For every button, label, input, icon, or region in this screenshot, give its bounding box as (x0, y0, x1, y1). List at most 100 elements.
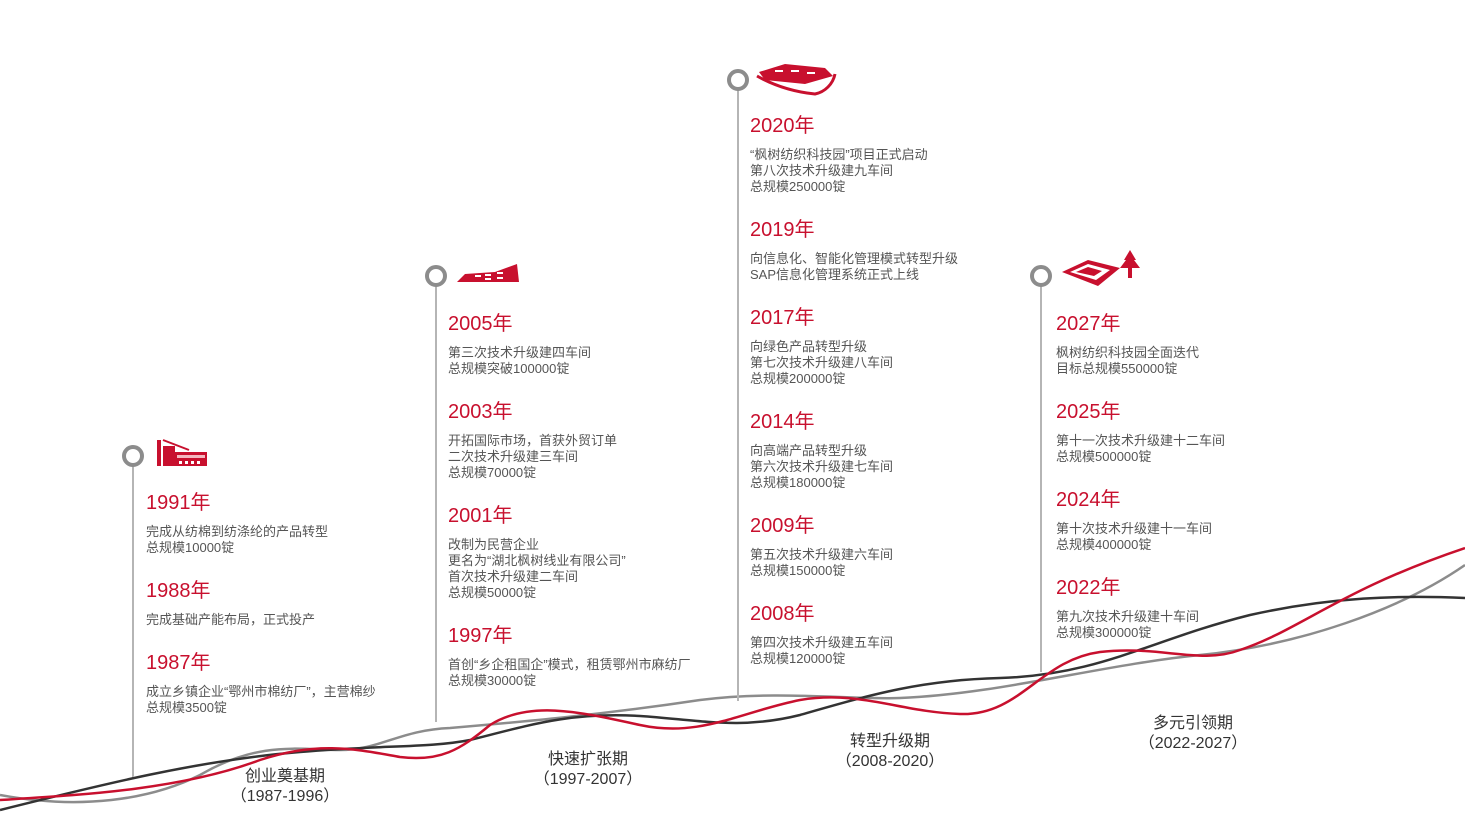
milestone-description: 第十一次技术升级建十二车间 (1056, 433, 1226, 448)
milestone-year: 2025年 (1056, 401, 1121, 423)
milestone-description: 向高端产品转型升级 (750, 443, 868, 458)
milestone-year: 1987年 (146, 652, 211, 674)
milestone-year: 2009年 (750, 515, 815, 537)
milestone-description: 总规模300000锭 (1056, 625, 1152, 640)
milestone-entry: 2005年第三次技术升级建四车间总规模突破100000锭 (448, 310, 748, 377)
milestone-year: 2003年 (448, 401, 513, 423)
milestone-description: 完成从纺棉到纺涤纶的产品转型 (146, 524, 329, 539)
milestone-year: 2014年 (750, 411, 815, 433)
milestone-description: 开拓国际市场，首获外贸订单 (448, 433, 618, 448)
red-wave (0, 546, 1465, 802)
milestone-description: 第五次技术升级建六车间 (750, 547, 894, 562)
industrial-park-icon (756, 64, 837, 96)
phase-range: （2008-2020） (835, 753, 945, 770)
phase-range: （2022-2027） (1138, 735, 1248, 752)
milestone-description: 总规模400000锭 (1056, 537, 1152, 552)
milestone-description: 第七次技术升级建八车间 (750, 355, 894, 370)
milestone-entry: 1997年首创“乡企租国企”模式，租赁鄂州市麻纺厂总规模30000锭 (448, 622, 748, 689)
milestone-description: 第九次技术升级建十车间 (1056, 609, 1200, 624)
milestone-year: 2027年 (1056, 313, 1121, 335)
milestone-description: 目标总规模550000锭 (1056, 361, 1178, 376)
milestone-description: 第四次技术升级建五车间 (750, 635, 894, 650)
phase-name: 创业奠基期 (244, 768, 325, 785)
milestone-year: 2019年 (750, 219, 815, 241)
milestone-description: 总规模180000锭 (750, 475, 846, 490)
milestone-description: 向信息化、智能化管理模式转型升级 (750, 251, 959, 266)
milestone-year: 1988年 (146, 580, 211, 602)
milestone-year: 2008年 (750, 603, 815, 625)
milestone-description: 首创“乡企租国企”模式，租赁鄂州市麻纺厂 (448, 657, 691, 672)
milestone-entry: 2003年开拓国际市场，首获外贸订单二次技术升级建三车间总规模70000锭 (448, 398, 748, 481)
milestone-description: 第八次技术升级建九车间 (750, 163, 894, 178)
milestone-description: 总规模70000锭 (448, 465, 537, 480)
timeline-line-2 (435, 282, 437, 722)
milestone-entry: 2024年第十次技术升级建十一车间总规模400000锭 (1056, 486, 1356, 553)
milestone-entry: 2017年向绿色产品转型升级第七次技术升级建八车间总规模200000锭 (750, 304, 1050, 387)
milestone-year: 1991年 (146, 492, 211, 514)
timeline-node-3 (727, 69, 749, 91)
milestone-description: “枫树纺织科技园”项目正式启动 (750, 147, 928, 162)
timeline-column-1997-2007: 2005年第三次技术升级建四车间总规模突破100000锭 2003年开拓国际市场，… (448, 310, 748, 710)
milestone-description: 总规模200000锭 (750, 371, 846, 386)
milestone-description: 总规模250000锭 (750, 179, 846, 194)
milestone-description: 向绿色产品转型升级 (750, 339, 868, 354)
milestone-description: 完成基础产能布局，正式投产 (146, 612, 316, 627)
milestone-description: 二次技术升级建三车间 (448, 449, 579, 464)
milestone-description: 第十次技术升级建十一车间 (1056, 521, 1213, 536)
milestone-entry: 2025年第十一次技术升级建十二车间总规模500000锭 (1056, 398, 1356, 465)
timeline-node-1 (122, 445, 144, 467)
milestone-entry: 2008年第四次技术升级建五车间总规模120000锭 (750, 600, 1050, 667)
milestone-description: 枫树纺织科技园全面迭代 (1056, 345, 1200, 360)
milestone-description: 总规模10000锭 (146, 540, 235, 555)
timeline-node-2 (425, 265, 447, 287)
phase-name: 快速扩张期 (547, 751, 628, 768)
phase-range: （1997-2007） (533, 771, 643, 788)
milestone-description: 总规模50000锭 (448, 585, 537, 600)
milestone-year: 2017年 (750, 307, 815, 329)
milestone-description: 总规模突破100000锭 (448, 361, 570, 376)
timeline-node-4 (1030, 265, 1052, 287)
milestone-entry: 2020年 “枫树纺织科技园”项目正式启动第八次技术升级建九车间总规模250000… (750, 112, 1050, 195)
timeline-column-2022-2027: 2027年枫树纺织科技园全面迭代目标总规模550000锭 2025年第十一次技术升… (1056, 310, 1356, 662)
milestone-year: 2022年 (1056, 577, 1121, 599)
phase-label-3: 转型升级期 （2008-2020） (790, 732, 990, 772)
phase-name: 多元引领期 (1152, 715, 1233, 732)
milestone-description: 总规模150000锭 (750, 563, 846, 578)
phase-label-4: 多元引领期 （2022-2027） (1093, 714, 1293, 754)
phase-name: 转型升级期 (849, 733, 930, 750)
milestone-description: 总规模3500锭 (146, 700, 227, 715)
timeline-column-2008-2020: 2020年 “枫树纺织科技园”项目正式启动第八次技术升级建九车间总规模250000… (750, 112, 1050, 688)
milestone-year: 2024年 (1056, 489, 1121, 511)
timeline-line-3 (737, 86, 739, 701)
timeline-line-4 (1040, 282, 1042, 672)
milestone-description: 首次技术升级建二车间 (448, 569, 579, 584)
milestone-entry: 1991年完成从纺棉到纺涤纶的产品转型总规模10000锭 (146, 489, 446, 556)
campus-maple-icon (1062, 250, 1140, 286)
milestone-entry: 2027年枫树纺织科技园全面迭代目标总规模550000锭 (1056, 310, 1356, 377)
milestone-year: 2001年 (448, 505, 513, 527)
milestone-year: 2020年 (750, 115, 815, 137)
milestone-entry: 2009年第五次技术升级建六车间总规模150000锭 (750, 512, 1050, 579)
milestone-description: SAP信息化管理系统正式上线 (750, 267, 920, 282)
milestone-description: 第三次技术升级建四车间 (448, 345, 592, 360)
factory-icon (157, 439, 207, 466)
milestone-description: 总规模120000锭 (750, 651, 846, 666)
milestone-entry: 2014年向高端产品转型升级第六次技术升级建七车间总规模180000锭 (750, 408, 1050, 491)
milestone-entry: 1988年完成基础产能布局，正式投产 (146, 577, 446, 628)
milestone-year: 2005年 (448, 313, 513, 335)
milestone-entry: 1987年成立乡镇企业“鄂州市棉纺厂”，主营棉纱总规模3500锭 (146, 649, 446, 716)
milestone-description: 第六次技术升级建七车间 (750, 459, 894, 474)
phase-range: （1987-1996） (230, 788, 340, 805)
milestone-entry: 2022年第九次技术升级建十车间总规模300000锭 (1056, 574, 1356, 641)
milestone-description: 总规模30000锭 (448, 673, 537, 688)
milestone-description: 改制为民营企业 (448, 537, 540, 552)
workshop-building-icon (457, 264, 519, 282)
phase-label-2: 快速扩张期 （1997-2007） (488, 750, 688, 790)
milestone-description: 总规模500000锭 (1056, 449, 1152, 464)
timeline-line-1 (132, 462, 134, 777)
milestone-entry: 2001年改制为民营企业更名为“湖北枫树线业有限公司”首次技术升级建二车间总规模… (448, 502, 748, 601)
milestone-description: 更名为“湖北枫树线业有限公司” (448, 553, 626, 568)
timeline-column-1987-1996: 1991年完成从纺棉到纺涤纶的产品转型总规模10000锭 1988年完成基础产能布… (146, 489, 446, 737)
